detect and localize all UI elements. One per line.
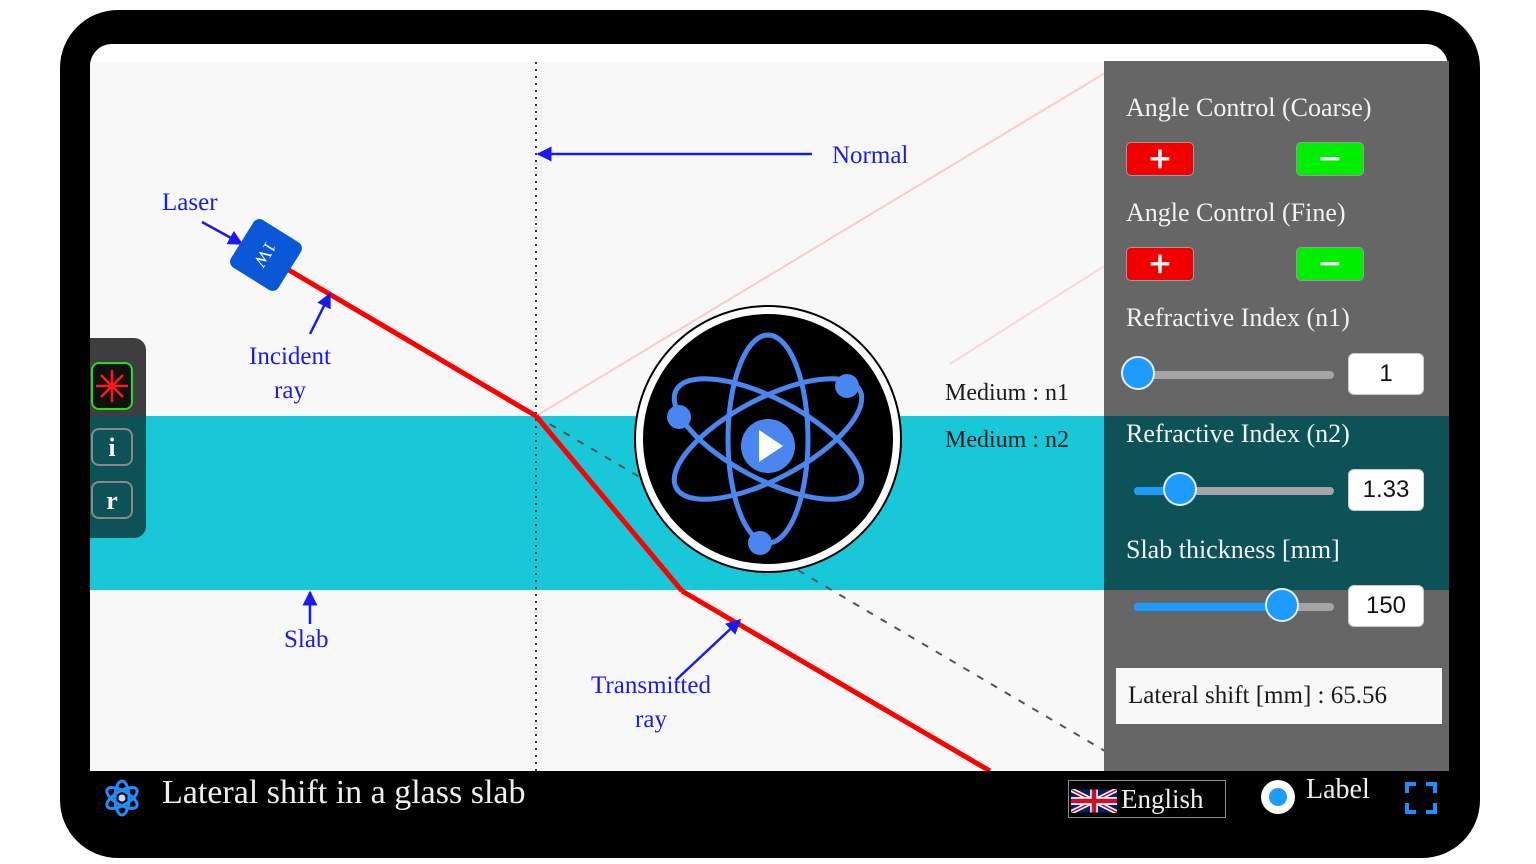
language-selector[interactable]: English <box>1068 780 1226 818</box>
laser-device[interactable]: 1W <box>227 216 304 293</box>
angle-fine-minus-button[interactable]: − <box>1296 247 1364 281</box>
medium-n1-label: Medium : n1 <box>945 380 1069 406</box>
thickness-title: Slab thickness [mm] <box>1126 535 1340 564</box>
slab-label: Slab <box>284 626 329 653</box>
transmitted-arrow <box>675 618 742 681</box>
language-label: English <box>1121 784 1204 814</box>
refraction-angle-button[interactable]: r <box>91 481 133 519</box>
transmitted-ray-label: Transmitted ray <box>576 669 726 737</box>
incident-ray-label-line1: Incident <box>249 343 331 370</box>
angle-fine-plus-button[interactable]: + <box>1126 247 1194 281</box>
incident-ray-label: Incident ray <box>240 340 340 408</box>
transmitted-ray-label-line1: Transmitted <box>591 672 711 699</box>
app-atom-icon <box>105 779 139 817</box>
reflected-ray <box>535 63 1121 417</box>
laser-arrow <box>201 220 244 246</box>
play-overlay-button[interactable] <box>634 305 902 573</box>
n2-slider[interactable] <box>1134 472 1334 506</box>
transmitted-ray-label-line2: ray <box>635 706 667 733</box>
incident-arrow <box>308 292 332 335</box>
transmitted-ray <box>680 588 992 771</box>
incident-angle-button[interactable]: i <box>91 428 133 466</box>
label-toggle-text[interactable]: Label <box>1306 774 1370 805</box>
n2-input[interactable]: 1.33 <box>1348 469 1424 511</box>
n1-slider-thumb[interactable] <box>1121 356 1155 390</box>
incident-ray <box>280 263 538 419</box>
angle-coarse-minus-button[interactable]: − <box>1296 142 1364 176</box>
n1-title: Refractive Index (n1) <box>1126 303 1350 332</box>
ray-diagram: 1W <box>201 62 1181 771</box>
angle-coarse-title: Angle Control (Coarse) <box>1126 93 1372 122</box>
angle-coarse-plus-button[interactable]: + <box>1126 142 1194 176</box>
n1-input[interactable]: 1 <box>1348 353 1424 395</box>
fullscreen-icon[interactable] <box>1405 782 1437 814</box>
n2-title: Refractive Index (n2) <box>1126 419 1350 448</box>
laser-toggle-button[interactable] <box>91 362 133 410</box>
angle-fine-title: Angle Control (Fine) <box>1126 198 1346 227</box>
thickness-slider[interactable] <box>1134 588 1334 622</box>
thickness-input[interactable]: 150 <box>1348 585 1424 627</box>
refracted-ray <box>534 414 684 593</box>
atom-play-icon <box>667 332 865 555</box>
n2-slider-thumb[interactable] <box>1163 472 1197 506</box>
left-toolbar: i r <box>90 338 146 538</box>
incident-ray-label-line2: ray <box>274 377 306 404</box>
label-toggle-radio[interactable] <box>1261 780 1295 814</box>
normal-label: Normal <box>832 142 909 169</box>
control-panel: Angle Control (Coarse) + − Angle Control… <box>1104 61 1449 771</box>
lateral-shift-result: Lateral shift [mm] : 65.56 <box>1116 668 1442 724</box>
thickness-slider-thumb[interactable] <box>1265 588 1299 622</box>
laser-starburst-icon <box>96 370 128 402</box>
uk-flag-icon <box>1071 789 1117 813</box>
n1-slider[interactable] <box>1121 356 1334 390</box>
medium-n2-label: Medium : n2 <box>945 427 1069 453</box>
app-title: Lateral shift in a glass slab <box>162 774 526 811</box>
laser-label: Laser <box>162 189 218 216</box>
